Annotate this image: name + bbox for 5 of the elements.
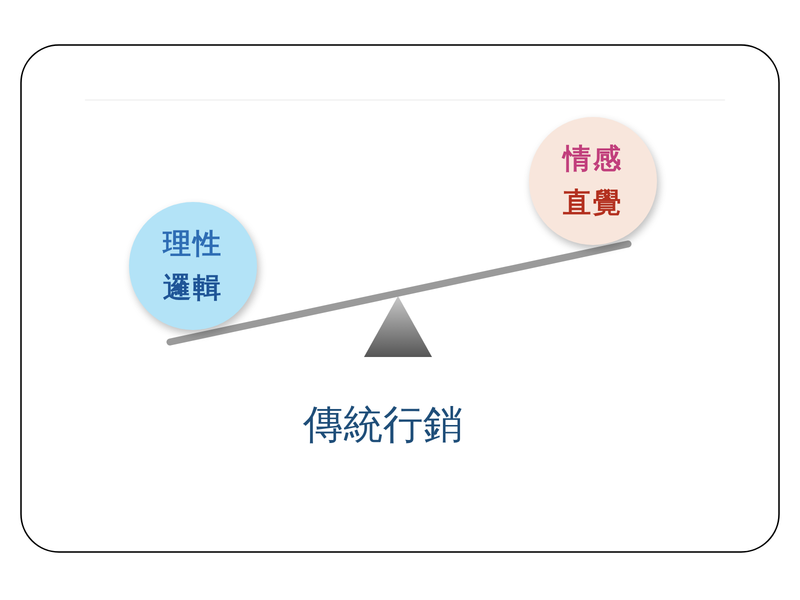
topic-text: 理性: [163, 226, 223, 262]
caption: 傳統行銷: [302, 401, 464, 450]
topic-text: 情感: [563, 141, 623, 177]
topic-text: 直覺: [563, 185, 623, 221]
topic-text: 邏輯: [163, 270, 223, 306]
